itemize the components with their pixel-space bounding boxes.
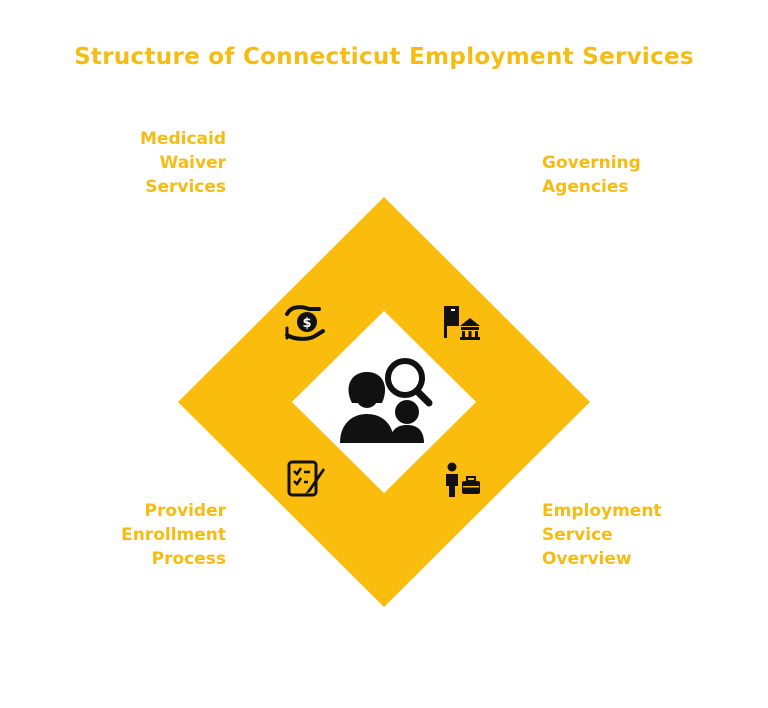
label-provider-enrollment-process: Provider Enrollment Process [121, 501, 226, 569]
label-governing-agencies: Governing Agencies [542, 153, 641, 197]
checklist-icon [287, 460, 325, 497]
hand-dollar-icon: $ [285, 305, 325, 341]
label-medicaid-waiver-services: Medicaid Waiver Services [140, 129, 226, 197]
quadrant-top-left [178, 197, 384, 402]
people-search-icon [340, 358, 433, 443]
worker-briefcase-icon [446, 462, 480, 497]
center-diamond [292, 311, 476, 493]
government-building-icon [444, 306, 480, 340]
quadrant-bottom-left [178, 402, 384, 607]
label-employment-service-overview: Employment Service Overview [542, 501, 662, 569]
quadrant-bottom-right [384, 402, 590, 607]
quadrant-top-right [384, 197, 590, 402]
svg-text:$: $ [302, 316, 311, 331]
diagram-title: Structure of Connecticut Employment Serv… [74, 44, 694, 70]
